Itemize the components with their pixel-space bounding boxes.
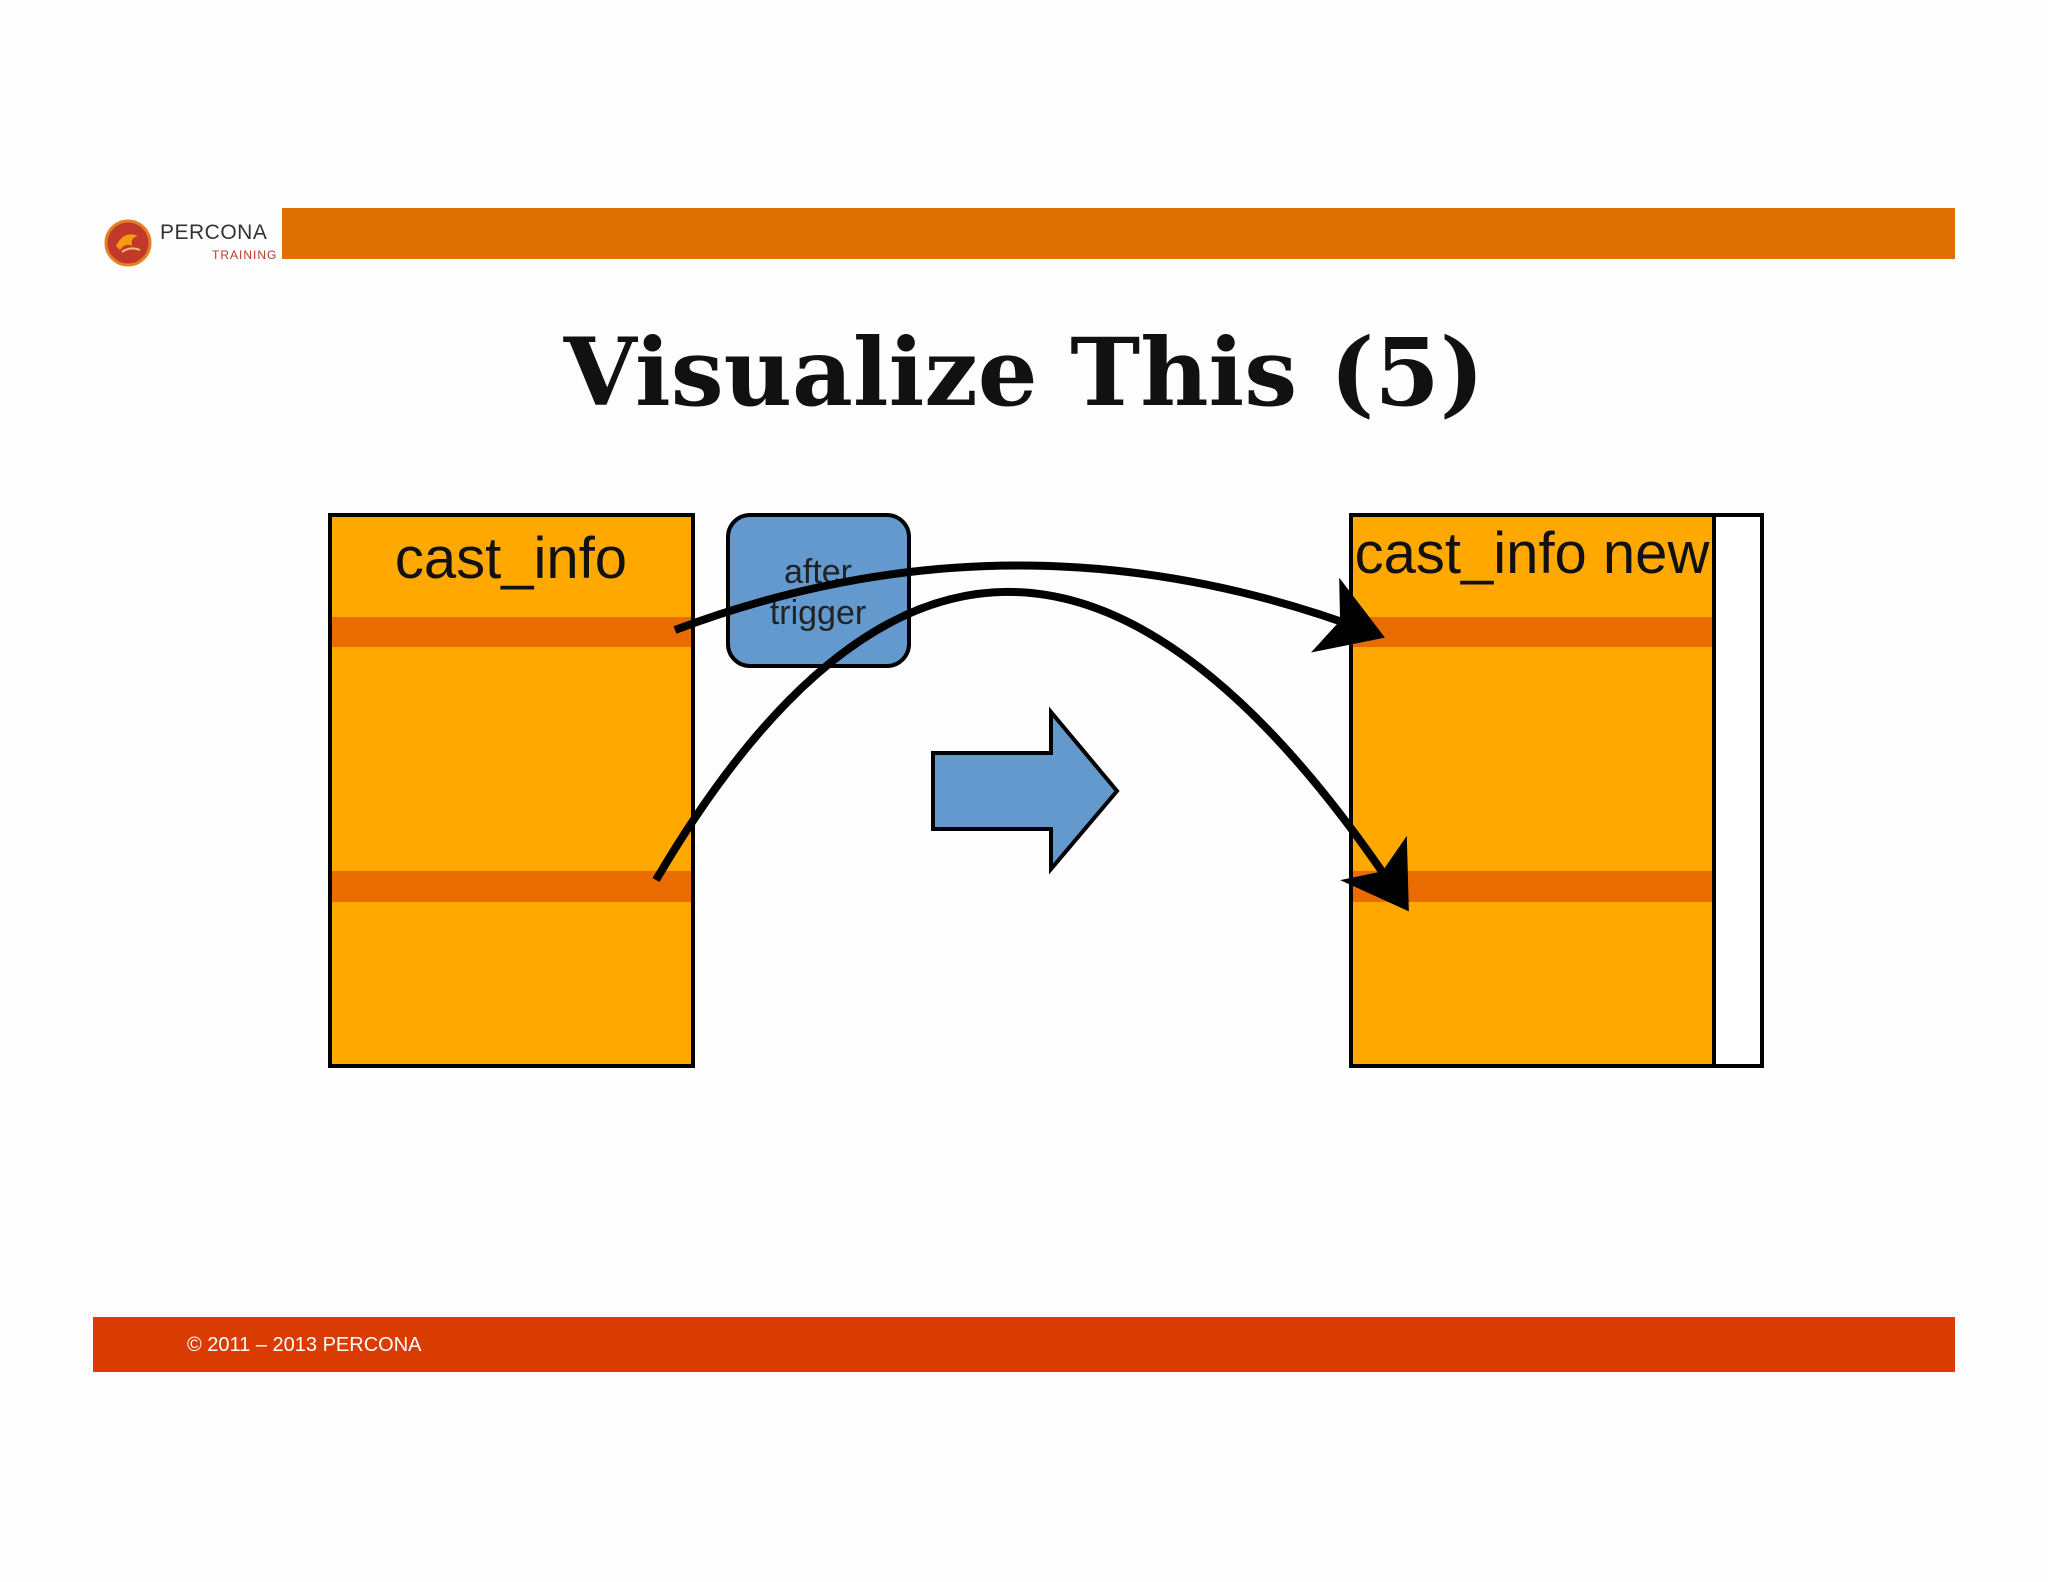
target-table-body [1349,513,1716,1068]
logo-subtitle: TRAINING [212,248,278,262]
copyright-text: © 2011 – 2013 PERCONA [187,1334,422,1356]
source-table-label: cast_info [395,526,627,591]
right-arrow-icon [931,706,1120,875]
percona-logo-icon [104,219,152,267]
connector-arrow-row-2 [652,587,1409,912]
target-table: cast_info new [1349,513,1764,1068]
slide-title: Visualize This (5) [563,318,1485,428]
source-table-row-highlight-1 [332,617,691,647]
target-table-extra-column [1712,513,1764,1068]
percona-logo: PERCONA TRAINING [104,216,278,272]
source-table-row-highlight-2 [332,871,691,902]
target-table-row-highlight-1 [1353,617,1712,647]
connector-arrow-row-1 [673,561,1385,653]
trigger-label-line2: trigger [770,594,866,632]
target-table-label: cast_info new [1355,521,1711,586]
header-bar [282,208,1955,259]
source-table-body [328,513,695,1068]
target-table-row-highlight-2 [1353,871,1712,902]
footer-bar [93,1317,1955,1372]
logo-name: PERCONA [160,221,268,244]
source-table: cast_info [328,513,695,1068]
